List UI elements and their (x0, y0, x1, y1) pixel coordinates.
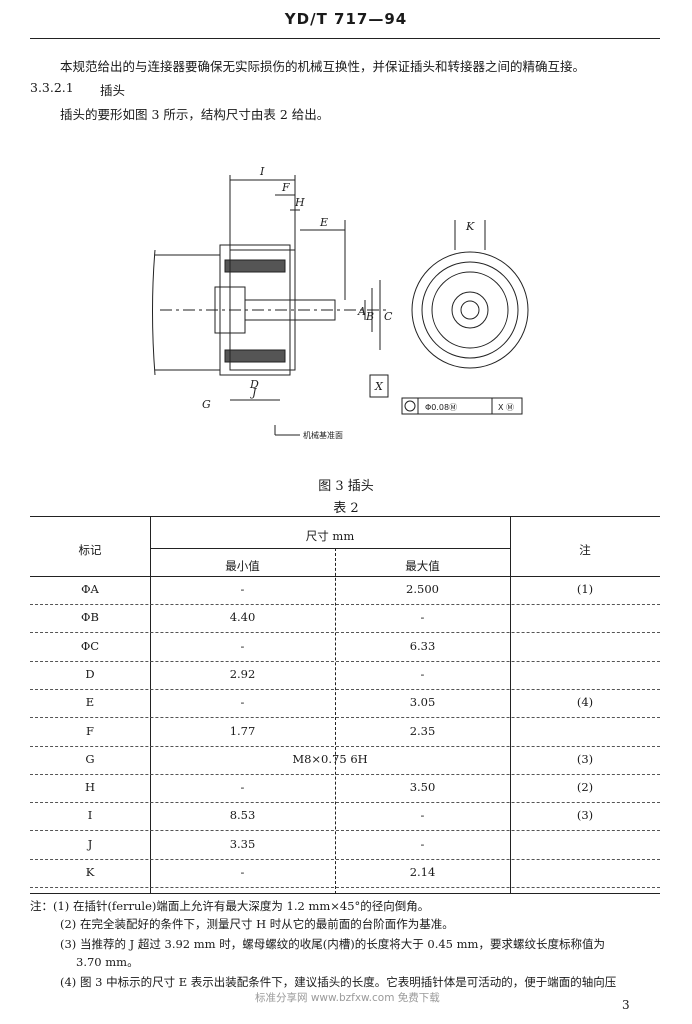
label-tolerance: Φ0.08Ⓜ (425, 403, 457, 412)
table-row-divider (30, 604, 660, 605)
header-mark: 标记 (78, 543, 102, 557)
table-cell-note: (3) (576, 751, 594, 766)
table-row-divider (30, 688, 660, 690)
table-cell-max: 3.50 (409, 780, 436, 795)
label-X: X (374, 380, 384, 393)
plug-drawing: I F H E A B C D J G K X 机械基准面 Φ0.08Ⓜ X Ⓜ (152, 165, 529, 440)
table-row-divider (30, 773, 660, 775)
tolerance-frame (401, 397, 523, 415)
label-datum: X Ⓜ (498, 403, 514, 412)
end-view-ferrule (460, 300, 480, 320)
table-cell-max: - (420, 666, 425, 681)
table-cell-min: 2.92 (229, 666, 256, 681)
note-1: 注：(1) 在插针(ferrule)端面上允许有最大深度为 1.2 mm×45°… (30, 899, 430, 913)
body-paragraph: 插头的要形如图 3 所示，结构尺寸由表 2 给出。 (60, 107, 330, 122)
note-3: (3) 当推荐的 J 超过 3.92 mm 时，螺母螺纹的收尾(内槽)的长度将大… (60, 937, 605, 951)
label-ref-plane: 机械基准面 (303, 430, 343, 440)
table-row-divider (30, 802, 660, 804)
table-cell-max: 2.35 (409, 723, 436, 738)
end-view-inner (451, 291, 489, 329)
table-cell-note: (4) (576, 695, 594, 710)
table-cell-max: 6.33 (409, 638, 436, 653)
label-H: H (294, 196, 305, 209)
label-G: G (202, 398, 211, 411)
table-cell-min: - (240, 780, 245, 795)
table-cell-max: - (420, 610, 425, 625)
header-dimension: 尺寸 mm (305, 529, 355, 543)
table-cell-max: 2.500 (406, 582, 439, 596)
section-number: 3.3.2.1 (30, 80, 74, 95)
footer-watermark: 标准分享网 www.bzfxw.com 免费下载 (255, 992, 440, 1004)
table-cell-min: - (240, 695, 245, 710)
table-cell-min: 3.35 (229, 836, 256, 851)
table-row-divider (30, 717, 660, 719)
label-D: D (249, 378, 259, 391)
table-cell-min: - (240, 638, 245, 653)
table-cell-max: 3.05 (409, 695, 436, 710)
table-row-divider (30, 660, 660, 662)
intro-paragraph: 本规范给出的与连接器要确保无实际损伤的机械互换性，并保证插头和转接器之间的精确互… (60, 59, 586, 74)
label-J: J (250, 386, 257, 399)
end-view-outer (411, 251, 529, 369)
label-C: C (384, 310, 393, 323)
table-cell-min: 8.53 (229, 808, 256, 823)
table-cell-mark: I (87, 808, 93, 823)
table-cell-mark: F (86, 723, 94, 738)
table-row-divider (30, 632, 660, 634)
cable-body-outline (155, 254, 221, 371)
table-row-divider (30, 858, 660, 860)
note-2: (2) 在完全装配好的条件下，测量尺寸 H 时从它的最前面的台阶面作为基准。 (60, 917, 454, 931)
table-cell-note: (3) (576, 808, 594, 823)
note-3-continued: 3.70 mm。 (76, 955, 139, 969)
table-cell-max: - (420, 836, 425, 851)
table-cell-max: - (420, 808, 425, 823)
label-A: A (357, 305, 366, 318)
note-4: (4) 图 3 中标示的尺寸 E 表示出装配条件下，建议插头的长度。它表明插针体… (60, 975, 617, 989)
table-cell-mark: E (85, 695, 95, 710)
table-cell-mark: H (84, 780, 96, 795)
table-cell-max: 2.14 (409, 865, 436, 879)
label-I: I (259, 165, 265, 178)
table-cell-note: (2) (576, 780, 594, 795)
table-row-divider (30, 745, 660, 747)
label-B: B (365, 310, 374, 323)
table-cell-min: - (240, 582, 245, 596)
label-E: E (319, 216, 328, 229)
table-row-divider (30, 830, 660, 832)
table-cell-mark: ΦB (81, 610, 99, 625)
page-header: YD/T 717—94 (284, 10, 408, 28)
end-view-mid (421, 261, 519, 359)
table-cell-mark: D (85, 666, 95, 681)
cable-break-line (152, 249, 156, 376)
housing-hatch-bottom (224, 349, 286, 363)
table-cell-min: 1.77 (229, 723, 256, 738)
section-title: 插头 (100, 83, 126, 98)
table-cell-min: - (240, 865, 245, 879)
table-cell-min: 4.40 (229, 610, 256, 625)
figure-caption: 图 3 插头 (318, 479, 374, 494)
table-cell-mark: ΦA (81, 582, 99, 596)
table-cell-mark: ΦC (80, 638, 100, 653)
table-cell-mark: J (87, 836, 93, 851)
table-cell-mark: G (85, 751, 95, 766)
table-cell-note: (1) (576, 582, 594, 596)
page-number: 3 (622, 998, 630, 1012)
label-K: K (465, 220, 475, 233)
header-rule (30, 38, 660, 39)
table-cell-min: M8×0.75 6H (292, 751, 368, 766)
header-note: 注 (579, 543, 591, 557)
datum-box (369, 374, 389, 398)
table-cell-mark: K (85, 865, 95, 879)
label-F: F (281, 181, 290, 194)
table-row-divider (30, 887, 660, 888)
header-max: 最大值 (405, 559, 440, 573)
table-caption: 表 2 (333, 501, 359, 516)
header-min: 最小值 (225, 559, 260, 573)
dimension-table: 标记 尺寸 mm 最小值 最大值 注 ΦA - 2.500 (1) ΦB 4.40 - ΦC -… (30, 516, 660, 894)
housing-hatch-top (224, 259, 286, 273)
